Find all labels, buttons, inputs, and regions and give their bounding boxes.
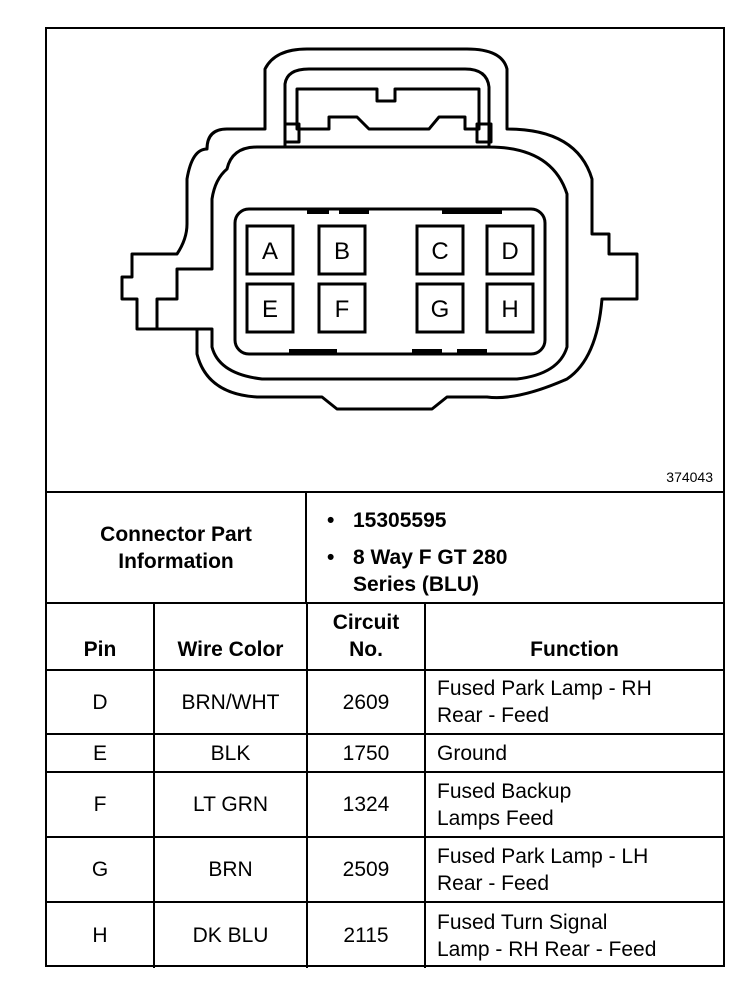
cell-function: Fused Park Lamp - LH Rear - Feed	[424, 836, 723, 903]
cell-pin: H	[47, 901, 155, 968]
pin-label-e: E	[262, 296, 278, 323]
table-row: H DK BLU 2115 Fused Turn Signal Lamp - R…	[47, 901, 723, 968]
pin-label-a: A	[262, 238, 278, 265]
pin-cavity-a	[245, 224, 295, 276]
cell-function: Ground	[424, 733, 723, 773]
pin-cavity-h	[485, 282, 535, 334]
function-line2: Rear - Feed	[437, 704, 550, 727]
cell-wire-color: DK BLU	[153, 901, 308, 968]
part-info-label-line2: Information	[118, 549, 234, 573]
part-number: 15305595	[353, 509, 447, 532]
pin-cavity-e	[245, 282, 295, 334]
pin-cavity-field	[233, 207, 547, 356]
pin-label-h: H	[501, 296, 518, 323]
table-header-row: Pin Wire Color Circuit No. Function	[47, 602, 723, 671]
cell-circuit: 2115	[306, 901, 426, 968]
pin-cavity-c	[415, 224, 465, 276]
pin-label-f: F	[335, 296, 350, 323]
cell-circuit: 2509	[306, 836, 426, 903]
function-line1: Fused Turn Signal	[437, 910, 608, 934]
table-row: D BRN/WHT 2609 Fused Park Lamp - RH Rear…	[47, 669, 723, 735]
cell-pin: F	[47, 771, 155, 838]
connector-series: Series (BLU)	[353, 573, 480, 596]
latch-detail	[295, 87, 481, 131]
header-circuit-line1: Circuit	[332, 611, 400, 634]
connector-type-item: • 8 Way F GT 280	[327, 544, 508, 571]
table-row: G BRN 2509 Fused Park Lamp - LH Rear - F…	[47, 836, 723, 903]
cell-wire-color: BLK	[153, 733, 308, 773]
connector-series-item: Series (BLU)	[353, 571, 479, 598]
pin-label-d: D	[501, 238, 518, 265]
connector-housing-inner	[155, 67, 569, 381]
function-line2: Rear - Feed	[437, 871, 550, 895]
pin-label-g: G	[431, 296, 450, 323]
pin-cavity-g	[415, 282, 465, 334]
figure-id: 374043	[666, 469, 713, 485]
part-number-item: • 15305595	[327, 507, 447, 534]
pinout-table: Pin Wire Color Circuit No. Function D BR…	[47, 602, 723, 968]
function-line1: Ground	[437, 741, 508, 765]
cell-pin: D	[47, 669, 155, 735]
header-pin: Pin	[47, 602, 155, 671]
pin-cavity-f	[317, 282, 367, 334]
cell-function: Fused Park Lamp - RH Rear - Feed	[424, 669, 723, 735]
cell-function: Fused Turn Signal Lamp - RH Rear - Feed	[424, 901, 723, 968]
part-info-list: • 15305595 • 8 Way F GT 280 Series (BLU)	[307, 493, 723, 602]
function-line2: Lamp - RH Rear - Feed	[437, 937, 657, 961]
header-circuit-line2: No.	[349, 638, 383, 661]
pin-cavities	[245, 224, 535, 334]
connector-type: 8 Way F GT 280	[353, 546, 508, 569]
part-info-section: Connector Part Information • 15305595 • …	[47, 491, 723, 602]
cell-wire-color: BRN	[153, 836, 308, 903]
cell-function: Fused Backup Lamps Feed	[424, 771, 723, 838]
pin-cavity-b	[317, 224, 367, 276]
header-wire-color: Wire Color	[153, 602, 308, 671]
part-info-label-line1: Connector Part	[100, 522, 252, 546]
function-line1: Fused Park Lamp - LH	[437, 844, 649, 868]
cell-wire-color: BRN/WHT	[153, 669, 308, 735]
header-circuit: Circuit No.	[306, 602, 426, 671]
connector-sheet: A B C D E F G H 374043 Connector Part In…	[45, 27, 725, 968]
table-row: E BLK 1750 Ground	[47, 733, 723, 773]
bullet-icon: •	[327, 509, 335, 532]
pin-label-b: B	[334, 238, 350, 265]
cell-circuit: 1324	[306, 771, 426, 838]
function-line2: Lamps Feed	[437, 806, 554, 830]
part-info-label: Connector Part Information	[47, 493, 307, 602]
connector-face-drawing: A B C D E F G H	[120, 47, 639, 411]
connector-diagram: A B C D E F G H 374043	[47, 29, 723, 491]
header-function: Function	[424, 602, 723, 671]
bullet-icon: •	[327, 546, 335, 569]
function-line1: Fused Park Lamp - RH	[437, 677, 652, 700]
pin-label-c: C	[431, 238, 448, 265]
table-row: F LT GRN 1324 Fused Backup Lamps Feed	[47, 771, 723, 838]
cell-wire-color: LT GRN	[153, 771, 308, 838]
cell-circuit: 2609	[306, 669, 426, 735]
cell-pin: G	[47, 836, 155, 903]
cell-circuit: 1750	[306, 733, 426, 773]
cell-pin: E	[47, 733, 155, 773]
connector-housing-outer	[120, 47, 639, 411]
function-line1: Fused Backup	[437, 779, 572, 803]
pin-cavity-d	[485, 224, 535, 276]
